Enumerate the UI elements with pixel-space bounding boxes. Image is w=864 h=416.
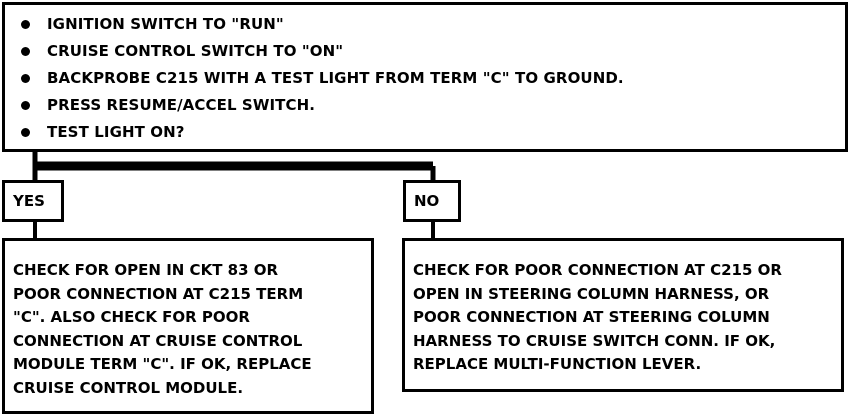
yes-label-text: YES bbox=[13, 192, 45, 210]
action-line: HARNESS TO CRUISE SWITCH CONN. IF OK, bbox=[413, 331, 776, 350]
step-item: PRESS RESUME/ACCEL SWITCH. bbox=[21, 92, 845, 119]
no-action-box: CHECK FOR POOR CONNECTION AT C215 OR OPE… bbox=[402, 238, 844, 392]
action-line: REPLACE MULTI-FUNCTION LEVER. bbox=[413, 355, 702, 373]
step-text: PRESS RESUME/ACCEL SWITCH. bbox=[47, 96, 316, 114]
step-text: IGNITION SWITCH TO "RUN" bbox=[47, 15, 284, 33]
step-item: IGNITION SWITCH TO "RUN" bbox=[21, 11, 845, 38]
action-line: OPEN IN STEERING COLUMN HARNESS, OR bbox=[413, 284, 770, 303]
bullet-icon bbox=[21, 74, 30, 83]
no-label-text: NO bbox=[414, 192, 440, 210]
action-line: CONNECTION AT CRUISE CONTROL bbox=[13, 331, 303, 350]
action-line: POOR CONNECTION AT C215 TERM bbox=[13, 284, 304, 303]
action-line: CHECK FOR POOR CONNECTION AT C215 OR bbox=[413, 261, 782, 279]
action-line: CRUISE CONTROL MODULE. bbox=[13, 378, 244, 397]
step-text: TEST LIGHT ON? bbox=[47, 123, 185, 141]
bullet-icon bbox=[21, 101, 30, 110]
step-item: BACKPROBE C215 WITH A TEST LIGHT FROM TE… bbox=[21, 65, 845, 92]
step-item: CRUISE CONTROL SWITCH TO "ON" bbox=[21, 38, 845, 65]
bullet-icon bbox=[21, 20, 30, 29]
test-step-list: IGNITION SWITCH TO "RUN" CRUISE CONTROL … bbox=[5, 5, 845, 146]
no-branch-label: NO bbox=[403, 180, 461, 222]
action-line: CHECK FOR OPEN IN CKT 83 OR bbox=[13, 261, 279, 279]
action-line: "C". ALSO CHECK FOR POOR bbox=[13, 308, 250, 326]
step-text: BACKPROBE C215 WITH A TEST LIGHT FROM TE… bbox=[47, 69, 624, 87]
yes-action-box: CHECK FOR OPEN IN CKT 83 OR POOR CONNECT… bbox=[2, 238, 374, 414]
action-line: MODULE TERM "C". IF OK, REPLACE bbox=[13, 355, 312, 373]
step-item: TEST LIGHT ON? bbox=[21, 119, 845, 146]
yes-branch-label: YES bbox=[2, 180, 64, 222]
bullet-icon bbox=[21, 128, 30, 137]
bullet-icon bbox=[21, 47, 30, 56]
test-step-box: IGNITION SWITCH TO "RUN" CRUISE CONTROL … bbox=[2, 2, 848, 152]
action-line: POOR CONNECTION AT STEERING COLUMN bbox=[413, 308, 770, 326]
step-text: CRUISE CONTROL SWITCH TO "ON" bbox=[47, 42, 344, 60]
